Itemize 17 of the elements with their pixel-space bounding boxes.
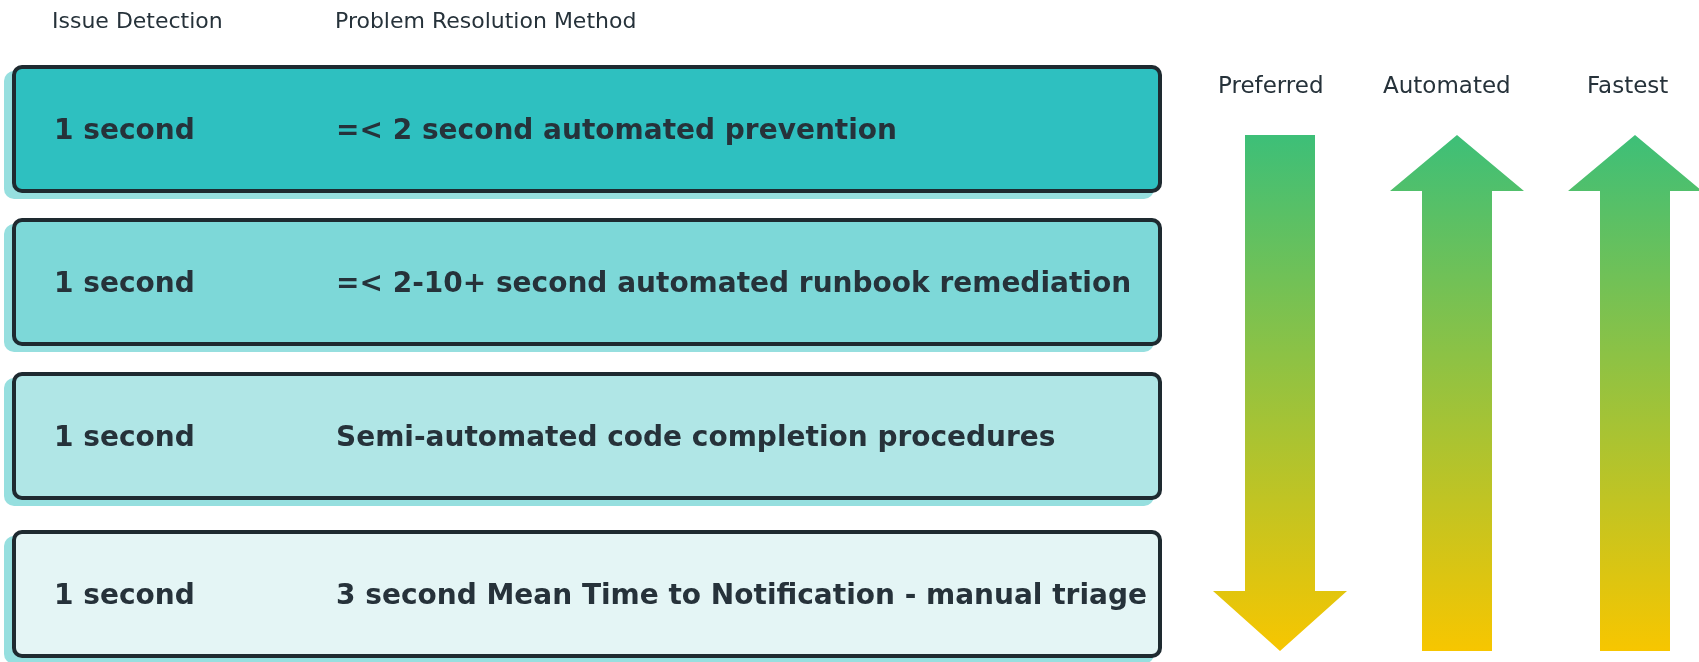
- column-header: Issue Detection: [52, 8, 223, 33]
- arrow-label: Automated: [1383, 72, 1511, 98]
- table-row-band: [12, 372, 1162, 500]
- resolution-method: Semi-automated code completion procedures: [336, 419, 1056, 453]
- table-row-band: [12, 218, 1162, 346]
- detection-time: 1 second: [54, 265, 195, 299]
- arrow-label: Fastest: [1587, 72, 1669, 98]
- detection-time: 1 second: [54, 419, 195, 453]
- table-row-band: [12, 530, 1162, 658]
- resolution-method: 3 second Mean Time to Notification - manual triage: [336, 577, 1147, 611]
- column-header: Problem Resolution Method: [335, 8, 637, 33]
- detection-time: 1 second: [54, 112, 195, 146]
- detection-time: 1 second: [54, 577, 195, 611]
- resolution-method: =< 2 second automated prevention: [336, 112, 897, 146]
- arrow-label: Preferred: [1218, 72, 1324, 98]
- resolution-method: =< 2-10+ second automated runbook remediation: [336, 265, 1132, 299]
- table-row-band: [12, 65, 1162, 193]
